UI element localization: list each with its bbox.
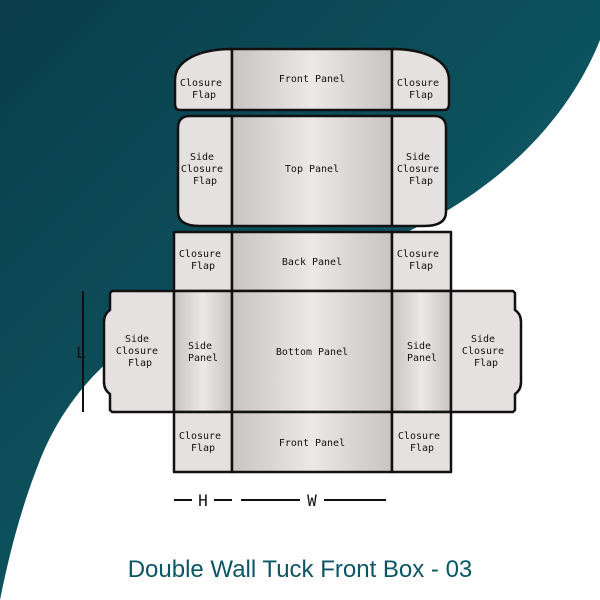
top-panel-label: Top Panel bbox=[285, 164, 339, 175]
bottom-front-panel bbox=[230, 410, 394, 474]
back-panel-label: Back Panel bbox=[282, 257, 342, 268]
top-front-panel-label: Front Panel bbox=[279, 74, 345, 85]
mid-left-closure-flap-label: Closure Flap bbox=[179, 249, 227, 272]
page-title: Double Wall Tuck Front Box - 03 bbox=[128, 556, 473, 583]
top-right-closure-flap-label: Closure Flap bbox=[397, 78, 445, 101]
right-side-panel-label: Side Panel bbox=[407, 341, 437, 364]
bottom-left-closure-flap-label: Closure Flap bbox=[179, 431, 227, 454]
top-left-closure-flap bbox=[173, 47, 234, 112]
right-side-closure-flap-top bbox=[390, 114, 448, 228]
bottom-panel-label: Bottom Panel bbox=[276, 347, 348, 358]
width-label: W bbox=[307, 491, 317, 510]
bottom-panel bbox=[230, 289, 394, 414]
far-left-side-closure-flap-label: Side Closure Flap bbox=[116, 334, 164, 369]
bottom-front-panel-label: Front Panel bbox=[279, 438, 345, 449]
left-side-panel bbox=[172, 289, 234, 414]
left-side-closure-flap-top bbox=[176, 114, 234, 228]
back-panel bbox=[230, 230, 394, 293]
width-dimension: W bbox=[241, 491, 386, 510]
height-dimension: H bbox=[174, 491, 232, 510]
right-side-closure-flap-top-label: Side Closure Flap bbox=[397, 152, 445, 187]
far-right-side-closure-flap-label: Side Closure Flap bbox=[462, 334, 510, 369]
bottom-right-closure-flap bbox=[390, 410, 453, 474]
bottom-right-closure-flap-label: Closure Flap bbox=[398, 431, 446, 454]
far-left-side-closure-flap bbox=[102, 289, 176, 414]
top-left-closure-flap-label: Closure Flap bbox=[180, 78, 228, 101]
height-label: H bbox=[198, 491, 208, 510]
bottom-left-closure-flap bbox=[172, 410, 234, 474]
top-front-panel bbox=[230, 47, 394, 112]
far-right-side-closure-flap bbox=[449, 289, 523, 414]
right-side-panel bbox=[390, 289, 453, 414]
left-side-panel-label: Side Panel bbox=[188, 341, 218, 364]
top-right-closure-flap bbox=[390, 47, 451, 112]
length-dimension: L bbox=[76, 291, 86, 412]
left-side-closure-flap-top-label: Side Closure Flap bbox=[181, 152, 229, 187]
mid-right-closure-flap-label: Closure Flap bbox=[397, 249, 445, 272]
mid-right-closure-flap bbox=[390, 230, 453, 293]
length-label: L bbox=[76, 343, 86, 362]
